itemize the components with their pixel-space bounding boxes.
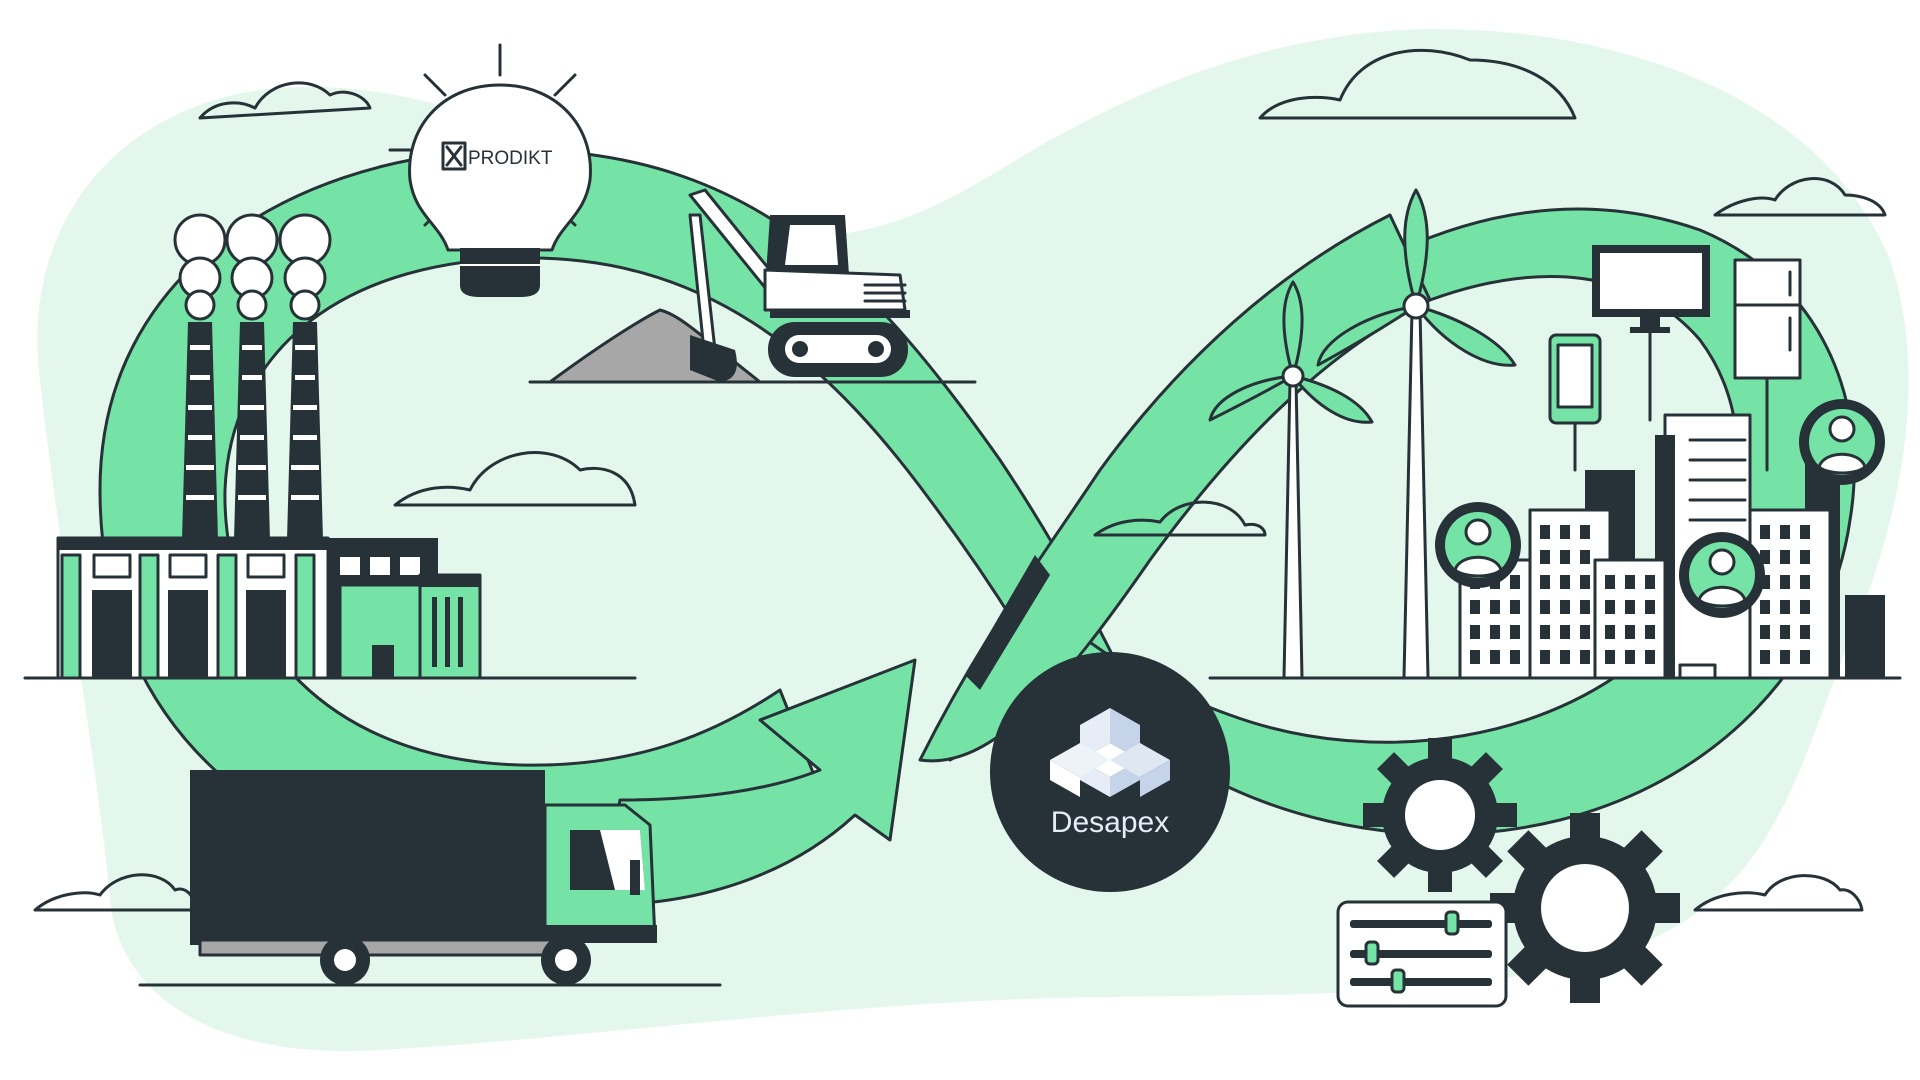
clouds <box>33 48 1887 912</box>
truck-wheels <box>320 935 591 985</box>
cloud-icon <box>33 873 197 912</box>
cloud-icon <box>393 451 637 507</box>
gear-icon <box>1363 738 1517 892</box>
user-avatar-icon <box>1799 399 1885 485</box>
cloud-icon <box>198 81 372 120</box>
chimney-smoke <box>173 213 332 321</box>
center-logo: Desapex <box>990 652 1230 892</box>
bulb-logo-text: PRODIKT <box>468 148 553 169</box>
cloud-icon <box>1258 48 1577 120</box>
factory-doors <box>60 553 316 680</box>
city-windows <box>1470 525 1810 664</box>
cloud-icon <box>1093 500 1267 537</box>
user-avatar-icon <box>1679 532 1765 618</box>
cloud-icon <box>1693 874 1864 912</box>
monitor-icon <box>1592 245 1710 422</box>
center-logo-text: Desapex <box>1051 806 1169 839</box>
factory-icon <box>56 213 482 680</box>
truck-icon <box>190 770 657 985</box>
lightbulb-icon: PRODIKT <box>388 43 592 297</box>
chimney-stripes <box>186 345 319 500</box>
excavator-bucket <box>690 335 737 382</box>
city-buildings-icon <box>1458 413 1885 680</box>
wind-turbine-icon <box>1316 188 1517 680</box>
cloud-icon <box>1713 177 1887 217</box>
user-avatar-icon <box>1435 502 1521 588</box>
loop-arrow-shadow <box>965 555 1050 690</box>
wind-turbine-icon <box>1208 280 1374 680</box>
sliders-panel-icon <box>1336 900 1508 1008</box>
desapex-logo-mark <box>1050 708 1170 797</box>
fridge-icon <box>1733 258 1802 472</box>
excavator-icon <box>548 188 910 384</box>
gear-icon <box>1490 813 1680 1003</box>
smartphone-icon <box>1548 333 1602 472</box>
chimneys <box>182 322 323 540</box>
truck-cargo-box <box>190 770 545 945</box>
